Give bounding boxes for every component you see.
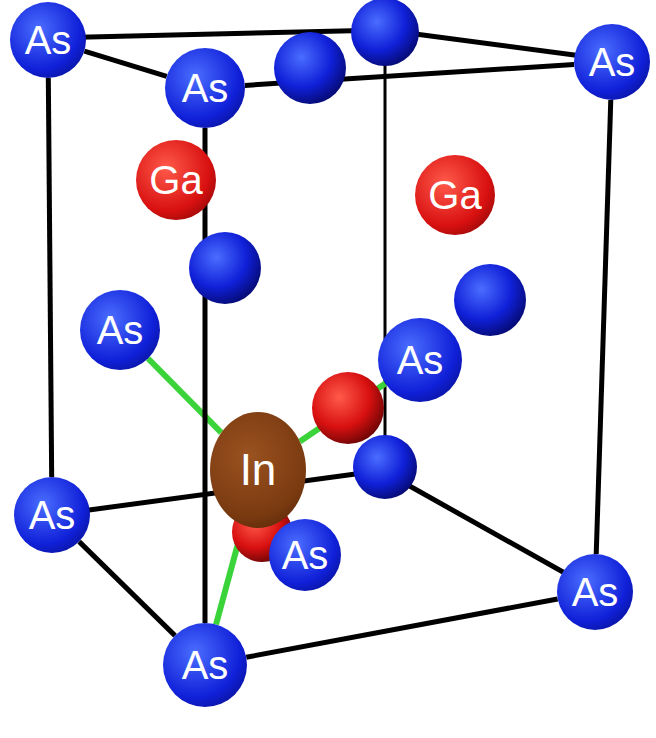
cell-edge [48,30,612,590]
as-atom: As [10,2,86,78]
cell-edge [79,542,175,636]
as-atom: As [14,477,90,553]
ga-atom: Ga [136,140,216,220]
atom-label: In [240,448,277,492]
atom-label: As [182,68,229,108]
as-atom [274,32,346,104]
bond-line [148,358,221,432]
as-atom: As [165,48,245,128]
cell-edge [48,78,51,477]
as-atom: As [574,24,650,100]
cell-edge [48,30,385,38]
ga-atom: Ga [415,155,495,235]
as-atom: As [557,554,633,630]
cell-edge [384,30,387,465]
as-atom [454,264,526,336]
cell-edge [84,51,166,76]
ga-atom [312,372,384,444]
atom-label: Ga [428,175,481,215]
atom-label: As [397,340,444,380]
as-atom: As [80,290,160,370]
atom-label: As [25,20,72,60]
atom-label: As [572,572,619,612]
as-atom: As [378,318,462,402]
as-atom [351,0,419,66]
atom-label: As [589,42,636,82]
atom-label: As [97,310,144,350]
as-atom: As [163,623,247,707]
atom-label: As [282,535,329,575]
atom-label: As [182,645,229,685]
atom-label: As [29,495,76,535]
in-atom: In [210,412,306,528]
as-atom [189,232,261,304]
cell-edge [596,100,611,554]
atom-label: Ga [149,160,202,200]
as-atom [353,435,417,499]
as-atom: As [269,519,341,591]
cell-edge [246,599,557,657]
